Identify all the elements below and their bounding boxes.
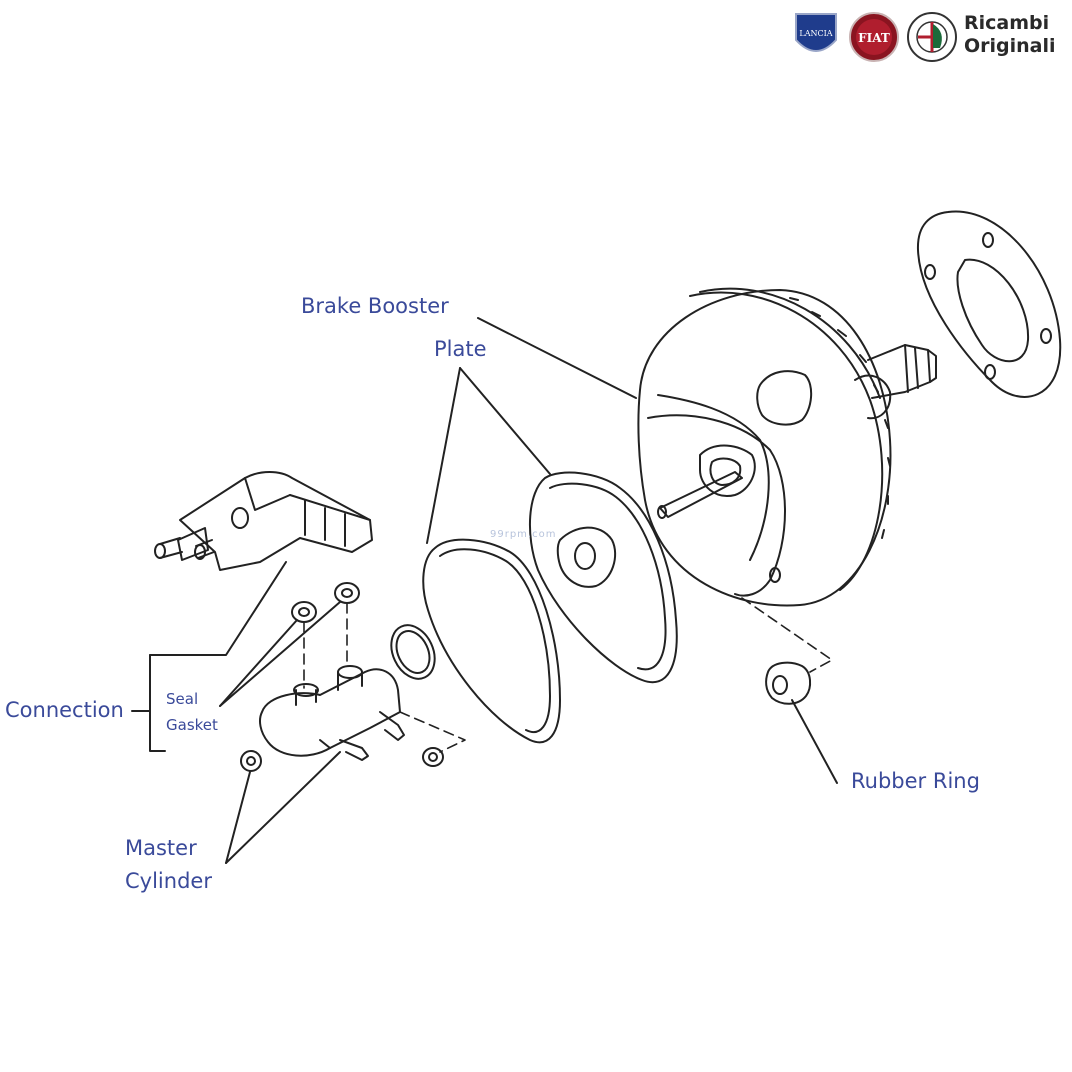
leader-lines [131, 317, 838, 864]
svg-text:LANCIA: LANCIA [799, 29, 832, 38]
svg-text:FIAT: FIAT [858, 31, 890, 45]
label-plate: Plate [434, 337, 487, 361]
label-cylinder: Cylinder [125, 869, 212, 893]
mounting-gasket [916, 210, 1062, 398]
label-rubber-ring: Rubber Ring [851, 769, 980, 793]
label-gasket: Gasket [166, 716, 218, 734]
nut-left [240, 750, 262, 772]
booster-pushrod [854, 344, 937, 420]
assembly-lines [303, 597, 833, 753]
o-ring [390, 624, 436, 680]
label-master: Master [125, 836, 197, 860]
brand-text: Ricambi Originali [964, 12, 1056, 58]
watermark: 99rpm.com [490, 529, 557, 540]
plate [529, 471, 678, 684]
nut-right [422, 747, 444, 767]
brand-line-1: Ricambi [964, 12, 1050, 34]
master-cylinder [259, 665, 405, 761]
brand-logos: LANCIA FIAT [795, 12, 957, 62]
rubber-ring-part [765, 661, 812, 705]
fiat-logo: FIAT [849, 12, 899, 62]
large-gasket [422, 538, 561, 744]
label-connection: Connection [5, 698, 124, 722]
seal-gaskets [291, 582, 360, 623]
brake-booster [637, 287, 892, 607]
connection-part [154, 471, 373, 571]
lancia-logo: LANCIA [795, 13, 837, 52]
label-brake-booster: Brake Booster [301, 294, 449, 318]
brand-line-2: Originali [964, 35, 1056, 57]
alfa-romeo-logo [907, 12, 957, 62]
label-seal: Seal [166, 690, 199, 708]
